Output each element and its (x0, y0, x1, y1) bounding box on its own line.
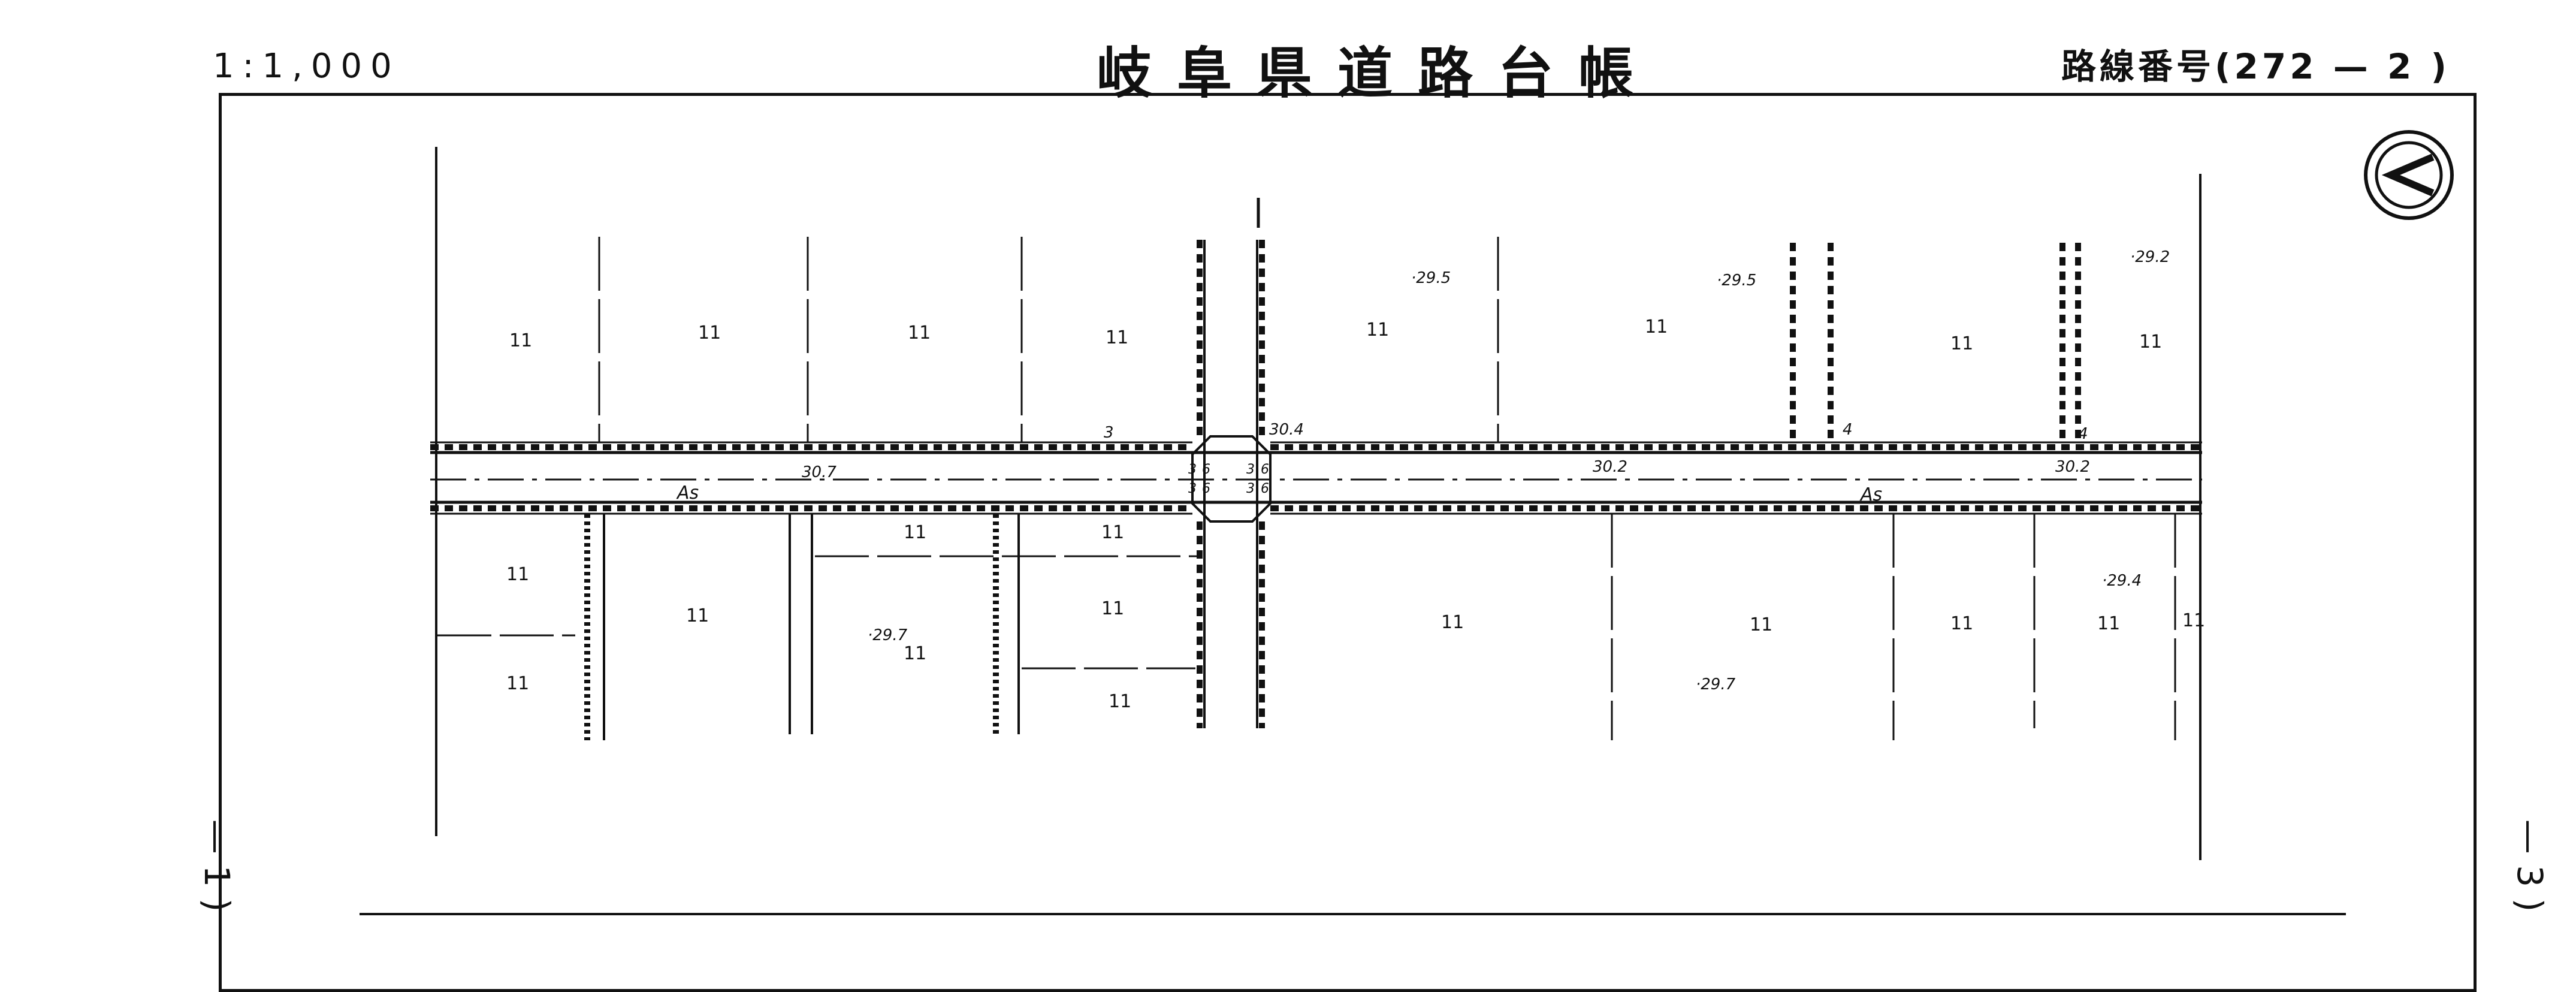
parcel-mark: 11 (2097, 613, 2120, 634)
parcel-lines-north (598, 237, 1499, 442)
parcel-marks: 11 11 11 11 11 11 11 11 11 11 11 11 11 1… (506, 316, 2205, 712)
parcel-mark: 11 (509, 330, 532, 351)
road-map: As As 3 4 4 3 6 3 6 3 6 3 6 ·29.5 ·29.5 … (360, 130, 2454, 915)
parcel-lines-south (437, 514, 2176, 740)
parcel-mark: 11 (1106, 327, 1128, 348)
parcel-mark: 11 (2139, 331, 2162, 352)
road-surface-label: As (1859, 484, 1882, 505)
intersection-dimension: 3 (1246, 481, 1255, 496)
road-width-label: 4 (2078, 425, 2088, 443)
route-number: 路線番号(272 — 2 ) (2061, 46, 2451, 87)
parcel-mark: 11 (1750, 614, 1772, 635)
map-linework (360, 130, 2454, 915)
elevation-point: ·29.7 (1696, 676, 1736, 694)
parcel-mark: 11 (698, 322, 721, 343)
parcel-mark: 11 (1441, 612, 1464, 633)
parcel-mark: 11 (1109, 691, 1131, 712)
right-adjacent-sheet: — 3 ) (2509, 819, 2551, 912)
parcel-mark: 11 (1950, 333, 1973, 354)
elevation-point: ·29.7 (868, 626, 908, 644)
intersection-dimension: 6 (1202, 462, 1210, 477)
intersection-dimension: 6 (1261, 481, 1269, 496)
elevation-point: ·29.5 (1717, 272, 1756, 290)
elevation-point: ·29.5 (1411, 269, 1451, 287)
parcel-mark: 11 (686, 605, 709, 626)
road-width-label: 4 (1843, 421, 1853, 439)
intersection-dimension: 3 (1188, 462, 1197, 477)
parcel-mark: 11 (1101, 522, 1124, 543)
parcel-mark: 11 (1645, 316, 1668, 337)
parcel-mark: 11 (506, 673, 529, 694)
elevation-point: ·29.4 (2102, 572, 2142, 590)
parcel-mark: 11 (1366, 319, 1389, 340)
intersection-outline (1191, 435, 1272, 523)
left-adjacent-sheet: — 1 ) (197, 819, 238, 912)
parcel-mark: 11 (904, 522, 926, 543)
north-arrow-icon (2364, 130, 2454, 220)
parcel-mark: 11 (1950, 613, 1973, 634)
intersection-dimension: 3 (1246, 462, 1255, 477)
centerline-elevation: 30.4 (1269, 421, 1304, 439)
parcel-mark: 11 (904, 643, 926, 664)
parcel-mark: 11 (2182, 610, 2205, 631)
intersection-dimension: 3 (1188, 481, 1197, 496)
intersection-dimension: 6 (1261, 462, 1269, 477)
intersection-dimension: 6 (1202, 481, 1210, 496)
centerline-elevation: 30.7 (802, 463, 836, 481)
centerline-elevation: 30.2 (1593, 458, 1627, 476)
elevation-point: ·29.2 (2130, 248, 2170, 266)
parcel-mark: 11 (908, 322, 931, 343)
map-scale: 1:1,000 (213, 47, 400, 86)
parcel-mark: 11 (1101, 598, 1124, 619)
road-width-label: 3 (1104, 424, 1114, 442)
parcel-mark: 11 (506, 564, 529, 585)
centerline-elevation: 30.2 (2055, 458, 2090, 476)
road-surface-label: As (676, 483, 699, 503)
